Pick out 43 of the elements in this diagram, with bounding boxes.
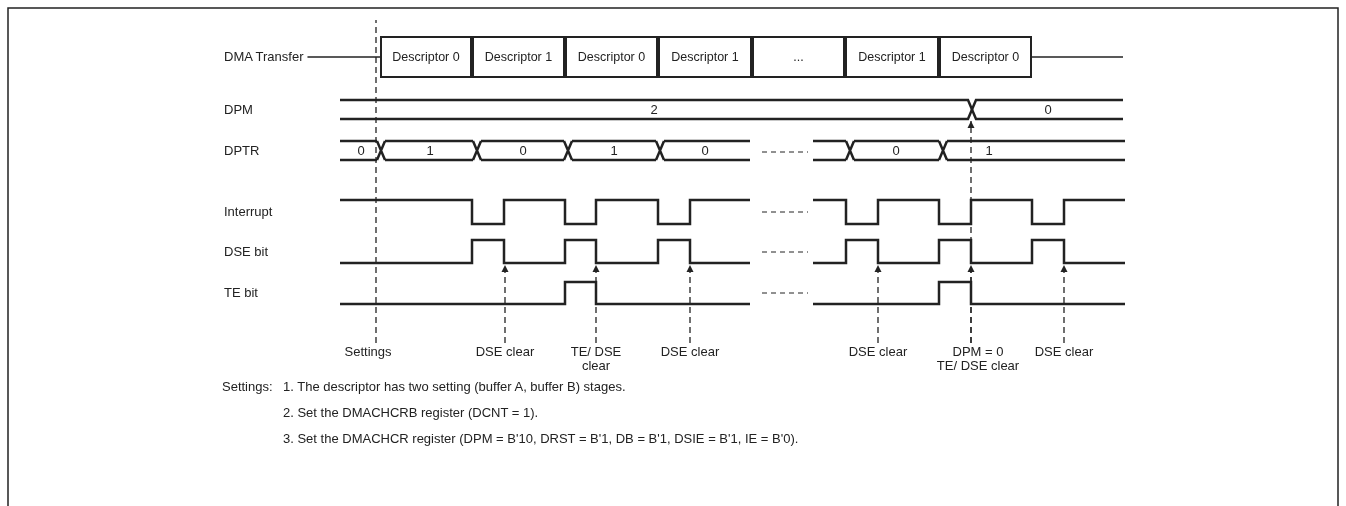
bus-value: 0 [357,144,365,158]
leader-arrow [501,264,509,344]
leader-line [375,19,377,344]
descriptor-box: Descriptor 1 [845,36,939,78]
annotation-text: DSE clear [848,345,908,359]
leader-arrow [967,120,975,344]
annotation-text: TE/ DSE clear [568,345,624,373]
note-heading: Settings: [222,380,273,394]
bus-value: 1 [426,144,434,158]
note-text: 3. Set the DMACHCR register (DPM = B'10, DRST = B'1, DB = B'1, DSIE = B'1, IE = B'0). [283,432,799,446]
signal-name: DPTR [224,144,260,158]
descriptor-box: Descriptor 0 [380,36,472,78]
bus-value: 0 [892,144,900,158]
signal-name: DMA Transfer [224,50,304,64]
annotation-text: DSE clear [475,345,535,359]
descriptor-box: Descriptor 1 [472,36,565,78]
bus-value: 0 [519,144,527,158]
bus-value: 0 [701,144,709,158]
bus-value: 2 [650,103,658,117]
bus-line [1031,56,1124,58]
bus-value: 0 [1044,103,1052,117]
descriptor-box: Descriptor 1 [658,36,752,78]
signal-name: DSE bit [224,245,269,259]
descriptor-box: Descriptor 0 [939,36,1032,78]
bus-value: 1 [985,144,993,158]
bus-line [306,56,381,58]
signal-name: DPM [224,103,253,117]
descriptor-box: Descriptor 0 [565,36,658,78]
signal-name: Interrupt [224,205,273,219]
leader-arrow [686,264,694,344]
leader-arrow [1060,264,1068,344]
annotation-text: Settings [344,345,392,359]
annotation-text: DPM = 0 [951,345,1005,359]
annotation-text: DSE clear [660,345,720,359]
note-text: 1. The descriptor has two setting (buffer A, buffer B) stages. [283,380,626,394]
bus-value: 1 [610,144,618,158]
leader-arrow [874,264,882,344]
annotation-text: TE/ DSE clear [936,359,1020,373]
note-text: 2. Set the DMACHCRB register (DCNT = 1). [283,406,539,420]
descriptor-box: ... [752,36,845,78]
annotation-text: DSE clear [1034,345,1094,359]
signal-name: TE bit [224,286,258,300]
leader-arrow [592,264,600,344]
